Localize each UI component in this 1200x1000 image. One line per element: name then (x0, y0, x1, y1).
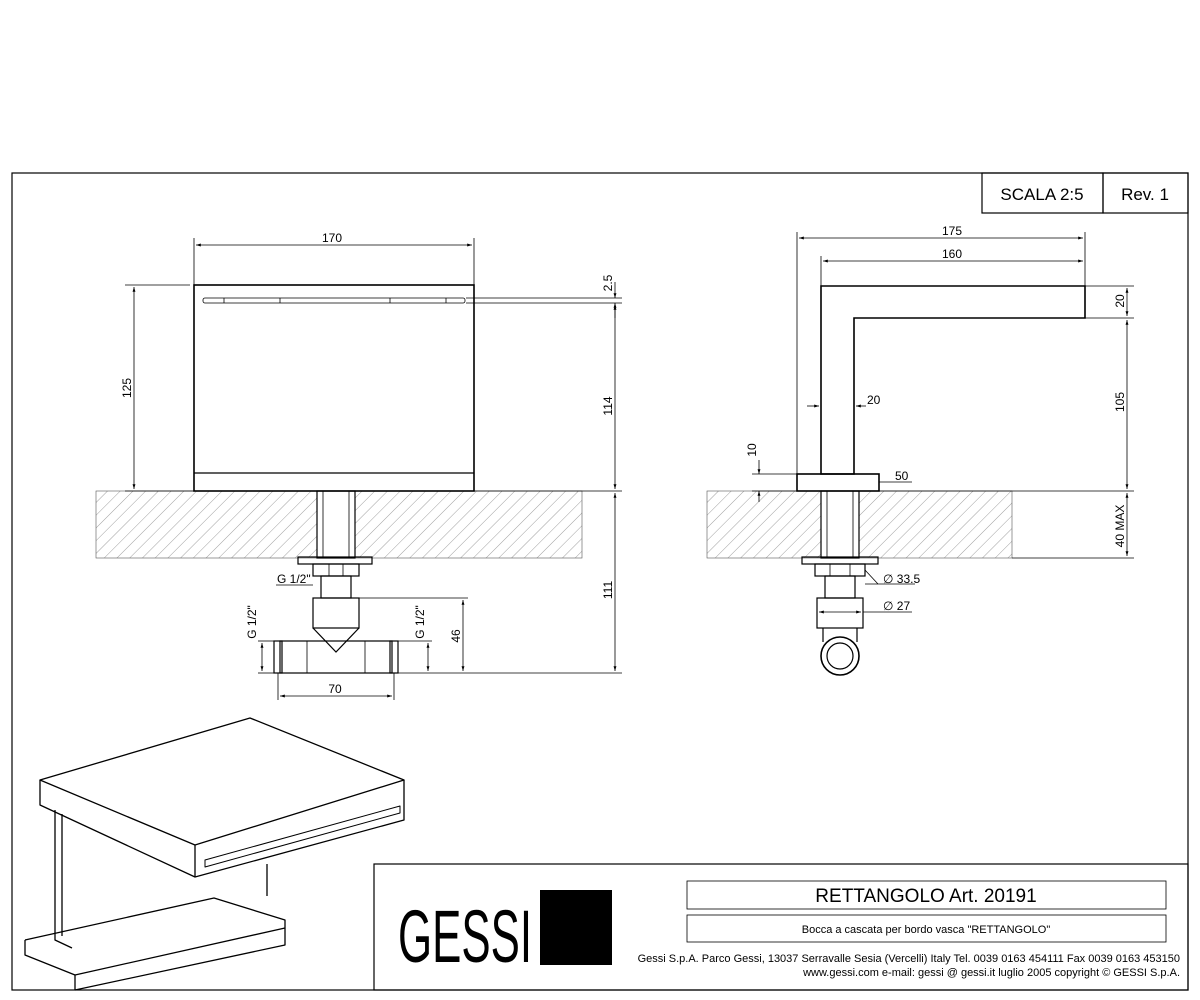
thread-left: G 1/2" (245, 605, 259, 639)
dim-width: 170 (322, 231, 342, 245)
thread-top: G 1/2" (277, 572, 311, 586)
revision-label: Rev. 1 (1121, 185, 1169, 204)
dim-slot: 2.5 (601, 274, 615, 291)
dim-tee-height: 46 (449, 629, 463, 643)
dim-height-total: 125 (120, 378, 134, 398)
product-title: RETTANGOLO Art. 20191 (815, 886, 1036, 907)
front-view: 170 125 2.5 114 111 G 1/2" G 1/2" G 1/2" (95, 231, 622, 700)
dim-deck-max: 40 MAX (1113, 505, 1127, 548)
dim-tee-width: 70 (328, 682, 342, 696)
dim-nut-diameter: ∅ 33.5 (883, 572, 920, 586)
dim-column-height: 105 (1113, 392, 1127, 412)
dim-column-width: 20 (867, 393, 881, 407)
isometric-view (24, 717, 405, 991)
dim-plate-thickness: 10 (745, 443, 759, 457)
brand-logo: GESSI (398, 895, 532, 978)
company-contact: www.gessi.com e-mail: gessi @ gessi.it l… (802, 967, 1180, 979)
dim-pipe-diameter: ∅ 27 (883, 599, 910, 613)
dim-body-height: 114 (601, 396, 615, 415)
header-box: SCALA 2:5 Rev. 1 (981, 172, 1189, 214)
dim-plate-width: 50 (895, 469, 909, 483)
cascade-slot (202, 297, 466, 304)
drawing-frame (11, 172, 1189, 991)
scale-label: SCALA 2:5 (1000, 185, 1083, 204)
title-block: GESSI RETTANGOLO Art. 20191 Bocca a casc… (373, 863, 1189, 991)
spout-profile (820, 285, 1086, 475)
brand-logo-square (540, 890, 612, 965)
company-address: Gessi S.p.A. Parco Gessi, 13037 Serraval… (638, 953, 1180, 965)
thread-right: G 1/2" (413, 605, 427, 639)
dim-depth-total: 175 (942, 224, 962, 238)
dim-spout-thickness: 20 (1113, 294, 1127, 308)
side-view: 175 160 20 105 40 MAX 20 10 50 (706, 224, 1134, 676)
dim-below-height: 111 (601, 581, 615, 600)
spout-body-front (193, 284, 475, 492)
dim-spout-length: 160 (942, 247, 962, 261)
product-description: Bocca a cascata per bordo vasca "RETTANG… (802, 924, 1051, 936)
